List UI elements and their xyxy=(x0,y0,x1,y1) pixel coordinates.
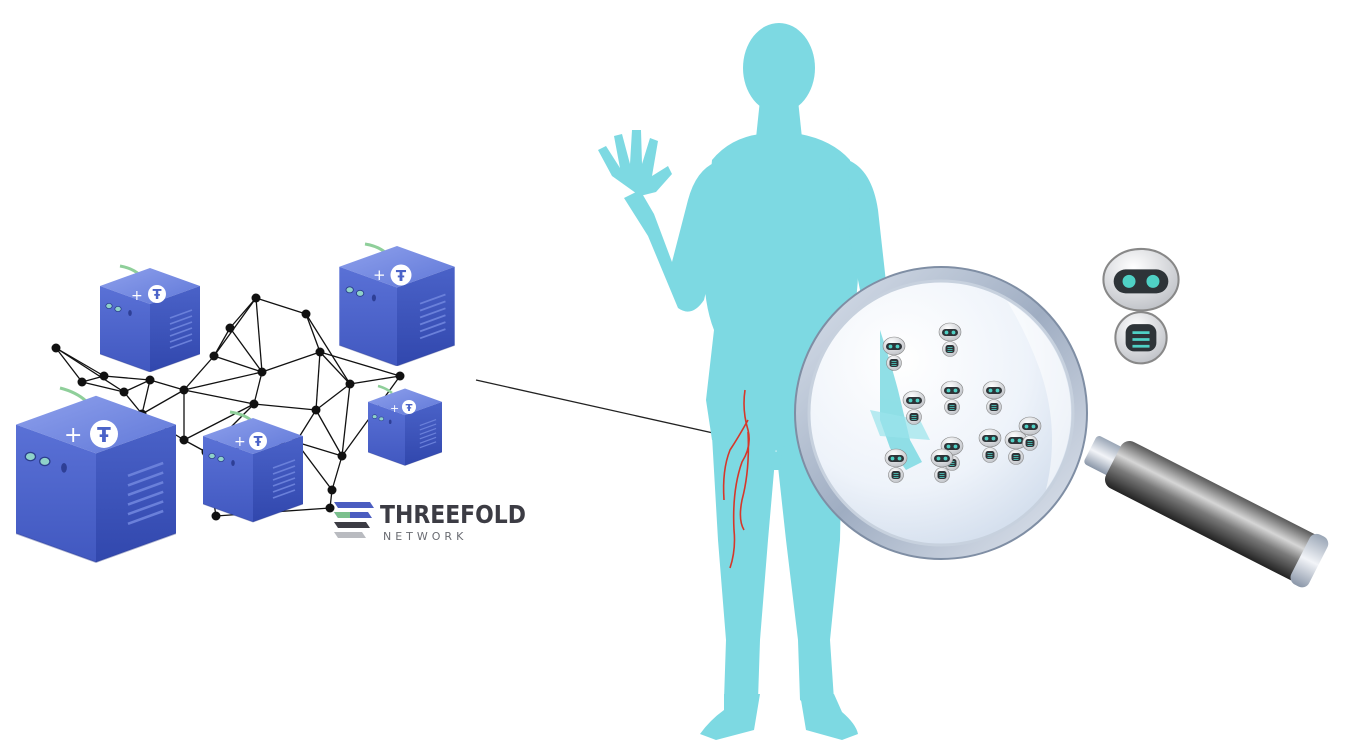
mesh-node xyxy=(179,385,189,395)
mesh-node xyxy=(211,511,221,521)
mesh-node xyxy=(327,485,337,495)
mesh-link xyxy=(315,351,321,411)
mesh-node xyxy=(179,435,189,445)
mesh-node xyxy=(311,405,321,415)
mesh-link xyxy=(253,403,317,411)
threefold-logo-icon xyxy=(334,502,374,538)
mesh-link xyxy=(319,351,401,377)
mesh-node xyxy=(315,347,325,357)
logo-title: THREEFOLD xyxy=(380,500,526,529)
token-glyph: Ŧ xyxy=(396,267,407,285)
plus-label: + xyxy=(131,288,143,304)
mesh-link xyxy=(213,297,257,357)
threefold-token-icon xyxy=(390,264,412,286)
mesh-node xyxy=(337,451,347,461)
mesh-node xyxy=(77,377,87,387)
mesh-link xyxy=(341,383,351,457)
mesh-node xyxy=(257,367,267,377)
mesh-link xyxy=(315,383,351,411)
mesh-node xyxy=(395,371,405,381)
mesh-link xyxy=(141,389,185,415)
mesh-node xyxy=(325,503,335,513)
threefold-token-icon xyxy=(402,400,416,414)
plus-label: + xyxy=(390,402,399,415)
mesh-node xyxy=(99,371,109,381)
mesh-node xyxy=(209,351,219,361)
mesh-link xyxy=(331,455,343,491)
mesh-link xyxy=(149,379,185,391)
mesh-node xyxy=(119,387,129,397)
server-cube-icon: + Ŧ xyxy=(339,242,455,366)
mesh-link xyxy=(229,327,263,373)
mesh-link xyxy=(81,381,125,393)
mesh-link xyxy=(213,327,231,357)
plus-label: + xyxy=(64,423,82,448)
threefold-token-icon xyxy=(249,432,267,450)
server-cube-icon: + Ŧ xyxy=(368,384,442,466)
mesh-link xyxy=(183,403,255,441)
mesh-link xyxy=(141,379,151,415)
mesh-link xyxy=(315,409,343,457)
threefold-logo: THREEFOLD NETWORK xyxy=(334,500,526,543)
mesh-link xyxy=(55,347,125,393)
mesh-node xyxy=(249,399,259,409)
mesh-link xyxy=(123,379,151,393)
magnifying-glass-icon xyxy=(794,266,1329,588)
blood-vessel-icon xyxy=(722,389,750,569)
nanobot-robot-icon xyxy=(1101,247,1181,366)
mesh-link xyxy=(349,375,401,385)
mesh-node xyxy=(51,343,61,353)
mesh-link xyxy=(55,347,83,383)
threefold-token-icon xyxy=(148,285,166,303)
mesh-link xyxy=(183,389,255,405)
mesh-link xyxy=(255,297,263,373)
server-cube-icon: + Ŧ xyxy=(203,410,303,523)
logo-subtitle: NETWORK xyxy=(383,530,467,543)
mesh-link xyxy=(253,371,263,405)
mesh-link xyxy=(305,313,321,353)
mesh-node xyxy=(251,293,261,303)
mesh-link xyxy=(229,297,257,329)
plus-label: + xyxy=(234,434,246,450)
mesh-link xyxy=(123,391,143,415)
mesh-node xyxy=(145,375,155,385)
mesh-link xyxy=(255,297,307,315)
token-glyph: Ŧ xyxy=(254,435,263,450)
mesh-link xyxy=(305,313,351,385)
mesh-link xyxy=(295,441,343,457)
mesh-node xyxy=(301,309,311,319)
token-glyph: Ŧ xyxy=(406,403,413,414)
server-cube-icon: + Ŧ xyxy=(16,386,176,564)
mesh-link xyxy=(103,375,151,381)
connector-line xyxy=(475,379,741,440)
plus-label: + xyxy=(373,266,386,284)
mesh-node xyxy=(345,379,355,389)
mesh-link xyxy=(183,371,263,391)
token-glyph: Ŧ xyxy=(153,288,162,303)
token-glyph: Ŧ xyxy=(97,423,111,447)
mesh-node xyxy=(225,323,235,333)
mesh-link xyxy=(213,355,263,373)
mesh-link xyxy=(183,355,215,391)
mesh-link xyxy=(261,351,321,373)
threefold-token-icon xyxy=(90,420,118,448)
mesh-link xyxy=(319,351,351,385)
server-cube-icon: + Ŧ xyxy=(100,264,200,372)
